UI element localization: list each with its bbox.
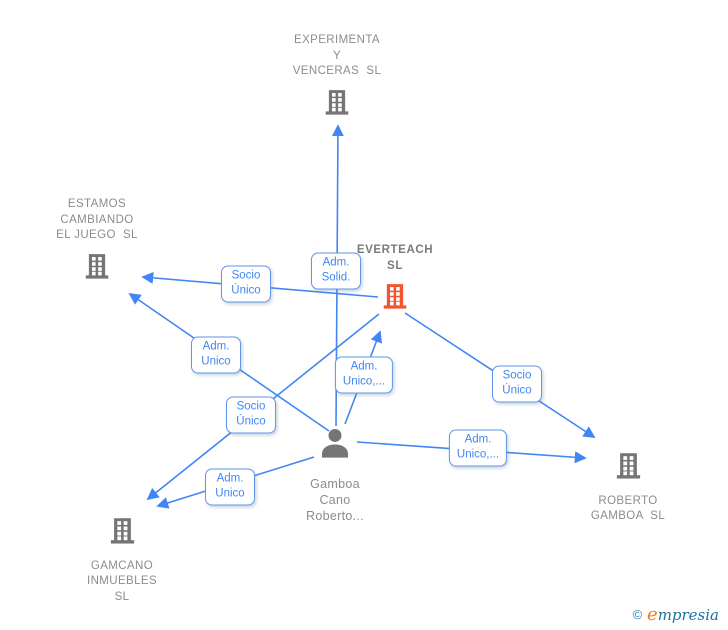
company-label: EXPERIMENTA Y VENCERAS SL [292,34,382,77]
edge-label-socio-unico-gamcano[interactable]: Socio Único [226,396,276,434]
company-label: ESTAMOS CAMBIANDO EL JUEGO SL [56,198,138,241]
edge-label-adm-unico-roberto[interactable]: Adm. Unico,... [448,429,508,467]
brand-initial: e [647,604,658,625]
person-node-gamboa[interactable]: Gamboa Cano Roberto... [255,425,415,524]
building-icon[interactable] [257,87,417,123]
building-icon[interactable] [17,251,177,287]
edge-label-adm-unico-estamos[interactable]: Adm. Unico [191,336,241,374]
person-label: Gamboa Cano Roberto... [306,476,364,523]
empresia-logo[interactable]: © empresia [633,604,719,625]
person-icon[interactable] [255,425,415,469]
company-node-estamos[interactable]: ESTAMOS CAMBIANDO EL JUEGO SL [17,197,177,286]
building-icon-highlighted[interactable] [315,281,475,317]
company-node-gamcano[interactable]: GAMCANO INMUEBLES SL [42,515,202,605]
company-label: EVERTEACH SL [356,244,434,272]
company-label: GAMCANO INMUEBLES SL [86,559,158,603]
company-node-roberto-gamboa[interactable]: ROBERTO GAMBOA SL [548,450,708,525]
company-node-experimenta[interactable]: EXPERIMENTA Y VENCERAS SL [257,33,417,122]
company-label: ROBERTO GAMBOA SL [590,494,666,523]
edge-label-socio-unico-roberto[interactable]: Socio Único [492,365,542,403]
edge-label-adm-unico-everteach[interactable]: Adm. Unico,... [334,356,394,394]
building-icon[interactable] [42,515,202,552]
brand-rest: mpresia [657,606,719,624]
edge-label-adm-solid[interactable]: Adm. Solid. [311,252,361,290]
edge-label-socio-unico-estamos[interactable]: Socio Único [221,265,271,303]
edge-label-adm-unico-gamcano[interactable]: Adm. Unico [205,468,255,506]
copyright-icon: © [632,607,643,622]
company-node-everteach[interactable]: EVERTEACH SL [315,243,475,317]
building-icon[interactable] [548,450,708,487]
